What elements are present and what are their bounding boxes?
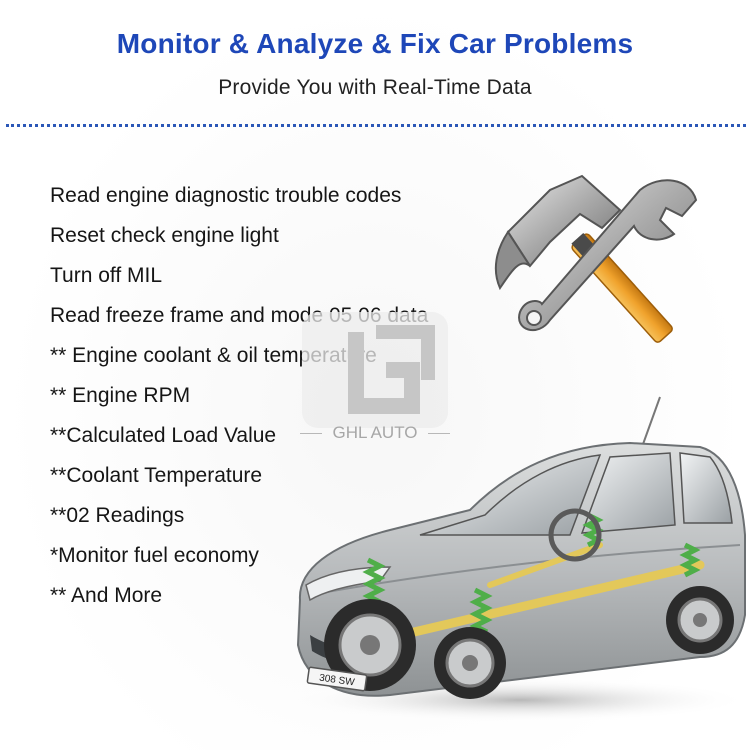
watermark-line-left	[300, 433, 322, 434]
feature-item: *Monitor fuel economy	[50, 544, 259, 567]
feature-item: **Calculated Load Value	[50, 424, 277, 447]
car-suspension-illustration: 308 SW	[290, 396, 748, 722]
feature-item: Read engine diagnostic trouble codes	[50, 184, 402, 207]
feature-item: Turn off MIL	[50, 264, 163, 287]
feature-item: Reset check engine light	[50, 224, 279, 247]
license-plate	[306, 666, 368, 692]
license-plate-text: 308 SW	[318, 673, 355, 689]
watermark-line-right	[428, 433, 450, 434]
ghl-logo-icon	[302, 312, 448, 428]
dotted-divider	[6, 124, 746, 127]
feature-list: Read engine diagnostic trouble codes Res…	[50, 176, 428, 616]
feature-item: ** And More	[50, 584, 163, 607]
feature-item: ** Engine RPM	[50, 384, 191, 407]
feature-item: **Coolant Temperature	[50, 464, 263, 487]
page-title: Monitor & Analyze & Fix Car Problems	[116, 28, 634, 59]
page-subtitle: Provide You with Real-Time Data	[218, 76, 532, 99]
hammer-and-wrench-icon	[494, 174, 698, 343]
feature-item: **02 Readings	[50, 504, 185, 527]
feature-item: ** Engine coolant & oil temperature	[50, 344, 377, 367]
watermark-text: GHL AUTO	[332, 423, 418, 442]
